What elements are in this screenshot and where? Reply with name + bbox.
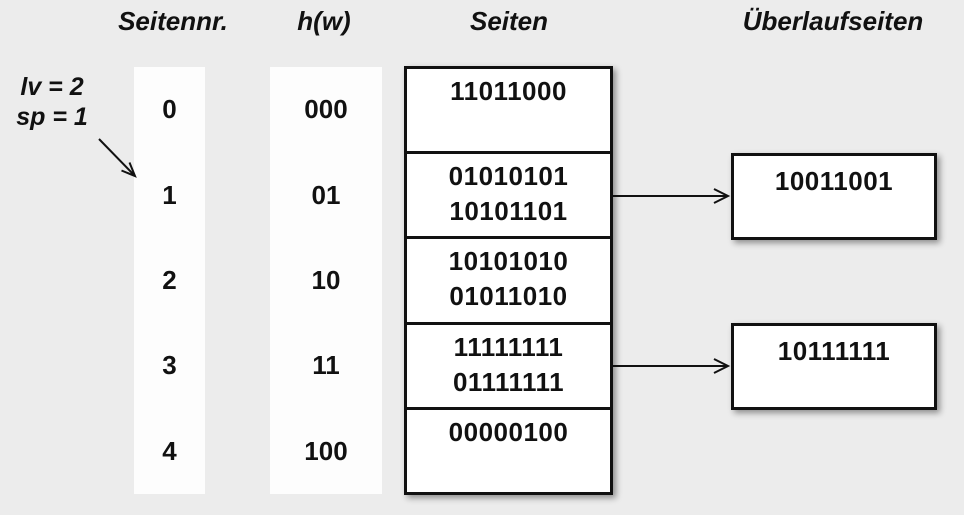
page-entry: 11011000	[450, 76, 567, 106]
annotation-arrow	[98, 138, 137, 178]
page-row-2: 10101010 01011010	[407, 236, 610, 321]
column-header-ueberlaufseiten: Überlaufseiten	[742, 6, 924, 36]
overflow-entry: 10011001	[774, 166, 894, 196]
page-entry: 11111111	[453, 331, 564, 362]
hash-cell: 100	[304, 435, 348, 466]
page-row-0: 11011000	[407, 69, 610, 151]
arrow-page3-overflow	[613, 358, 731, 374]
overflow-box-page3: 10111111	[731, 323, 937, 410]
overflow-entry: 10111111	[777, 336, 891, 366]
arrow-page1-overflow	[613, 188, 731, 204]
page-row-1: 01010101 10101101	[407, 151, 610, 236]
page-row-3: 11111111 01111111	[407, 321, 610, 407]
pagenr-cell: 0	[162, 94, 177, 125]
hash-column: 000 01 10 11 100	[270, 67, 382, 494]
pages-table: 11011000 01010101 10101101 10101010 0101…	[404, 66, 613, 495]
pagenr-cell: 2	[162, 265, 177, 296]
hash-cell: 11	[312, 350, 340, 381]
page-entry: 01011010	[449, 281, 568, 312]
pagenr-cell: 4	[162, 435, 177, 466]
page-entry: 00000100	[448, 416, 569, 447]
hash-cell: 000	[304, 94, 348, 125]
hash-cell: 01	[311, 179, 341, 210]
level-split-annotation: lv = 2 sp = 1	[6, 72, 98, 132]
hash-cell: 10	[311, 265, 341, 296]
page-row-4: 00000100	[407, 406, 610, 492]
annotation-sp: sp = 1	[16, 103, 88, 131]
page-entry: 01111111	[452, 366, 565, 397]
annotation-lv: lv = 2	[20, 73, 84, 101]
page-entry: 10101101	[449, 196, 568, 227]
overflow-box-page1: 10011001	[731, 153, 937, 240]
pagenr-column: 0 1 2 3 4	[134, 67, 205, 494]
column-header-seitennr: Seitennr.	[118, 6, 228, 36]
pagenr-cell: 3	[162, 350, 177, 381]
page-entry: 01010101	[448, 161, 569, 192]
column-header-hw: h(w)	[297, 6, 351, 36]
column-header-seiten: Seiten	[469, 6, 549, 36]
page-entry: 10101010	[448, 246, 569, 277]
pagenr-cell: 1	[162, 179, 177, 210]
